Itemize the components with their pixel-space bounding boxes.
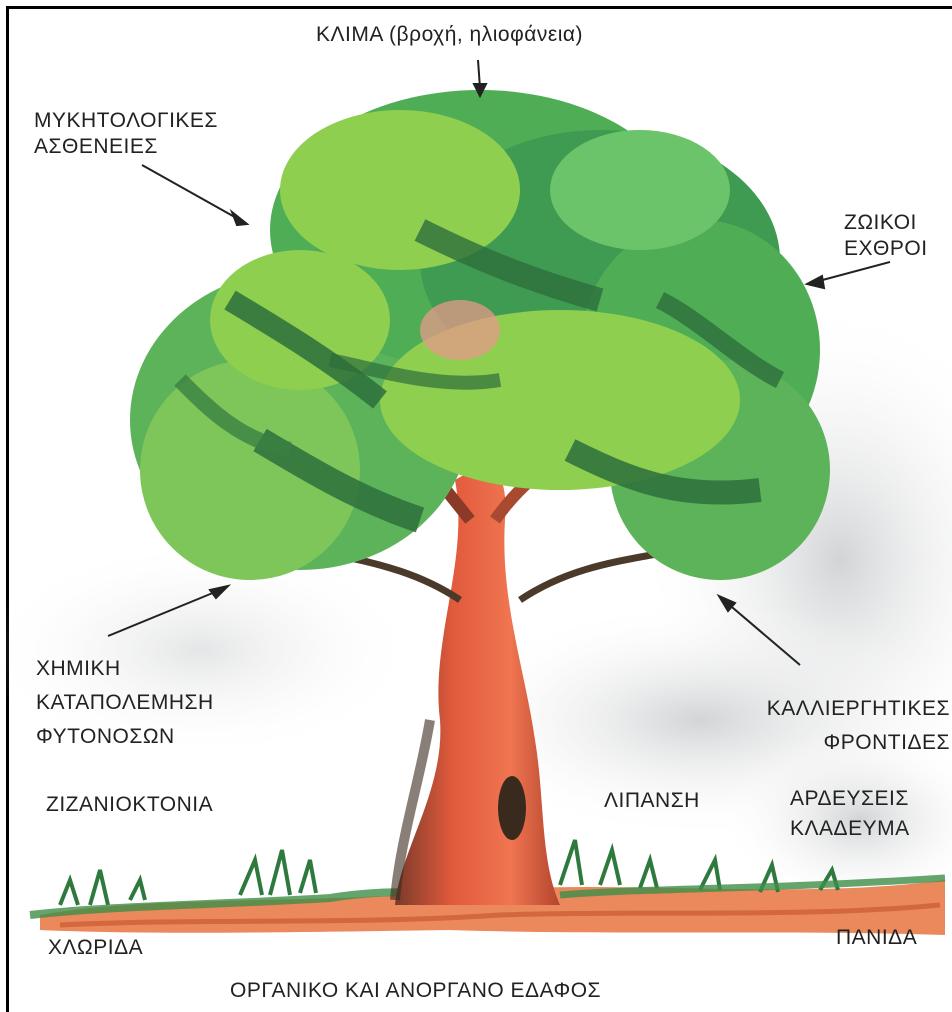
label-cultivation-line-1: ΚΑΛΛΙΕΡΓΗΤΙΚΕΣ	[700, 692, 950, 726]
label-irrigation-line-2: ΚΛΑΔΕΥΜΑ	[790, 814, 950, 844]
label-climate: ΚΛΙΜΑ (βροχή, ηλιοφάνεια)	[316, 22, 583, 48]
arrow-animal	[807, 262, 890, 288]
label-fungal-diseases: ΜΥΚΗΤΟΛΟΓΙΚΕΣ ΑΣΘΕΝΕΙΕΣ	[34, 108, 218, 160]
label-chemical-control: ΧΗΜΙΚΗ ΚΑΤΑΠΟΛΕΜΗΣΗ ΦΥΤΟΝΟΣΩΝ	[36, 652, 214, 754]
label-flora: ΧΛΩΡΙΔΑ	[48, 935, 143, 961]
label-animal-enemies: ΖΩΙΚΟΙ ΕΧΘΡΟΙ	[844, 210, 928, 262]
label-animal-line-1: ΖΩΙΚΟΙ	[844, 210, 928, 236]
label-fungal-line-1: ΜΥΚΗΤΟΛΟΓΙΚΕΣ	[34, 108, 218, 134]
label-chemical-line-3: ΦΥΤΟΝΟΣΩΝ	[36, 720, 214, 754]
label-cultivation-line-2: ΦΡΟΝΤΙΔΕΣ	[700, 726, 950, 760]
label-animal-line-2: ΕΧΘΡΟΙ	[844, 236, 928, 262]
label-soil: ΟΡΓΑΝΙΚΟ ΚΑΙ ΑΝΟΡΓΑΝΟ ΕΔΑΦΟΣ	[230, 978, 601, 1004]
label-irrigation-line-1: ΑΡΔΕΥΣΕΙΣ	[790, 784, 950, 814]
label-chemical-line-2: ΚΑΤΑΠΟΛΕΜΗΣΗ	[36, 686, 214, 720]
label-irrigation-pruning: ΑΡΔΕΥΣΕΙΣ ΚΛΑΔΕΥΜΑ	[790, 784, 950, 844]
label-cultivation-care: ΚΑΛΛΙΕΡΓΗΤΙΚΕΣ ΦΡΟΝΤΙΔΕΣ	[700, 692, 950, 760]
label-weed-control: ΖΙΖΑΝΙΟΚΤΟΝΙΑ	[46, 792, 213, 818]
label-fertilization: ΛΙΠΑΝΣΗ	[604, 788, 700, 814]
label-chemical-line-1: ΧΗΜΙΚΗ	[36, 652, 214, 686]
label-fauna: ΠΑΝΙΔΑ	[836, 925, 917, 951]
arrow-fungal	[142, 165, 247, 225]
label-fungal-line-2: ΑΣΘΕΝΕΙΕΣ	[34, 134, 218, 160]
